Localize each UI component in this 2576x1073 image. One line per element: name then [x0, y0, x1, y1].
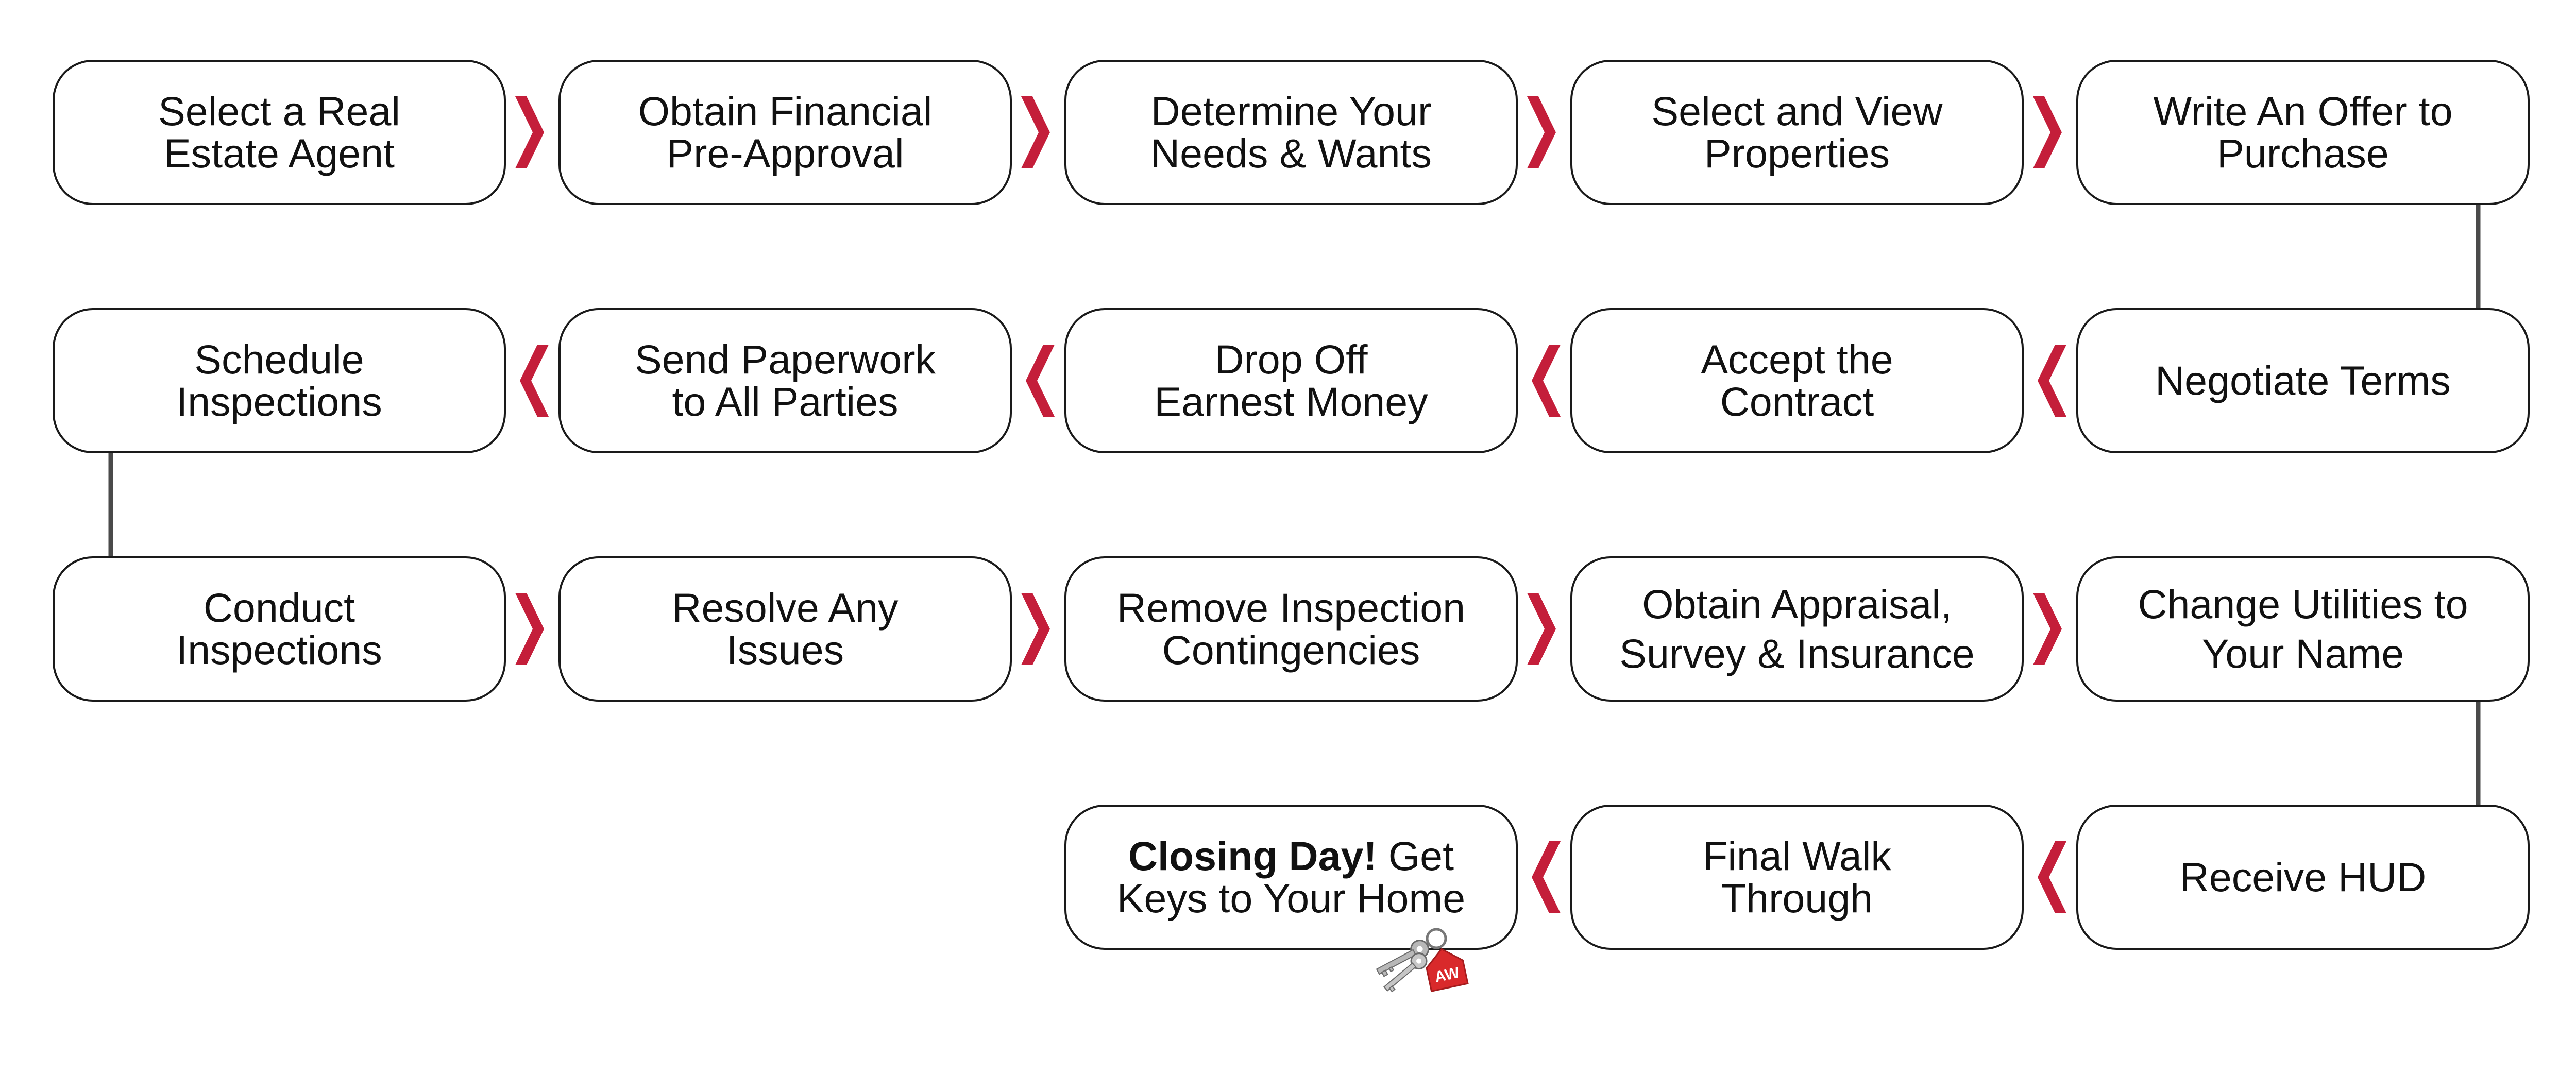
- step-label: Receive HUD: [2179, 854, 2427, 900]
- step-needs-wants: Determine Your Needs & Wants: [1064, 60, 1518, 205]
- step-schedule-inspections: Schedule Inspections: [53, 308, 506, 453]
- chevron-right-icon: [1021, 96, 1050, 168]
- step-write-offer: Write An Offer to Purchase: [2076, 60, 2530, 205]
- step-negotiate-terms: Negotiate Terms: [2076, 308, 2530, 453]
- chevron-right-icon: [515, 96, 544, 168]
- step-label: Change Utilities to Your Name: [2138, 581, 2468, 676]
- step-label: Write An Offer to Purchase: [2153, 88, 2453, 176]
- step-financial-preapproval: Obtain Financial Pre-Approval: [558, 60, 1012, 205]
- step-earnest-money: Drop Off Earnest Money: [1064, 308, 1518, 453]
- step-appraisal-survey-insurance: Obtain Appraisal, Survey & Insurance: [1570, 556, 2024, 702]
- step-label: Negotiate Terms: [2155, 357, 2451, 403]
- step-resolve-issues: Resolve Any Issues: [558, 556, 1012, 702]
- step-label: Send Paperwork to All Parties: [634, 336, 936, 424]
- step-label: Select and View Properties: [1651, 88, 1943, 176]
- chevron-right-icon: [515, 593, 544, 665]
- step-closing-day: Closing Day! Get Keys to Your Home: [1064, 805, 1518, 950]
- step-label: Accept the Contract: [1701, 336, 1893, 424]
- chevron-left-icon: [1026, 345, 1055, 417]
- step-label: Drop Off Earnest Money: [1154, 336, 1428, 424]
- closing-day-rest: Get Keys to Your Home: [1116, 833, 1466, 921]
- chevron-left-icon: [1532, 345, 1561, 417]
- chevron-left-icon: [1532, 841, 1561, 913]
- chevron-right-icon: [1527, 96, 1556, 168]
- chevron-left-icon: [520, 345, 549, 417]
- step-final-walkthrough: Final Walk Through: [1570, 805, 2024, 950]
- step-conduct-inspections: Conduct Inspections: [53, 556, 506, 702]
- step-label: Obtain Appraisal, Survey & Insurance: [1619, 581, 1975, 676]
- step-label: Final Walk Through: [1703, 833, 1891, 921]
- chevron-right-icon: [2033, 96, 2062, 168]
- step-send-paperwork: Send Paperwork to All Parties: [558, 308, 1012, 453]
- step-accept-contract: Accept the Contract: [1570, 308, 2024, 453]
- chevron-right-icon: [2033, 593, 2062, 665]
- step-label: Obtain Financial Pre-Approval: [638, 88, 933, 176]
- step-change-utilities: Change Utilities to Your Name: [2076, 556, 2530, 702]
- step-select-agent: Select a Real Estate Agent: [53, 60, 506, 205]
- chevron-right-icon: [1021, 593, 1050, 665]
- step-label: Resolve Any Issues: [672, 585, 899, 673]
- step-view-properties: Select and View Properties: [1570, 60, 2024, 205]
- chevron-left-icon: [2038, 345, 2066, 417]
- chevron-left-icon: [2038, 841, 2066, 913]
- closing-day-emphasis: Closing Day!: [1128, 833, 1377, 879]
- step-label: Conduct Inspections: [176, 585, 382, 673]
- step-label: Determine Your Needs & Wants: [1150, 88, 1432, 176]
- step-label: Closing Day! Get Keys to Your Home: [1117, 835, 1465, 919]
- step-label: Remove Inspection Contingencies: [1116, 585, 1466, 673]
- step-remove-contingencies: Remove Inspection Contingencies: [1064, 556, 1518, 702]
- house-keychain-icon: AW: [1365, 927, 1489, 999]
- step-label: Select a Real Estate Agent: [158, 88, 400, 176]
- chevron-right-icon: [1527, 593, 1556, 665]
- step-label: Schedule Inspections: [176, 336, 382, 424]
- step-receive-hud: Receive HUD: [2076, 805, 2530, 950]
